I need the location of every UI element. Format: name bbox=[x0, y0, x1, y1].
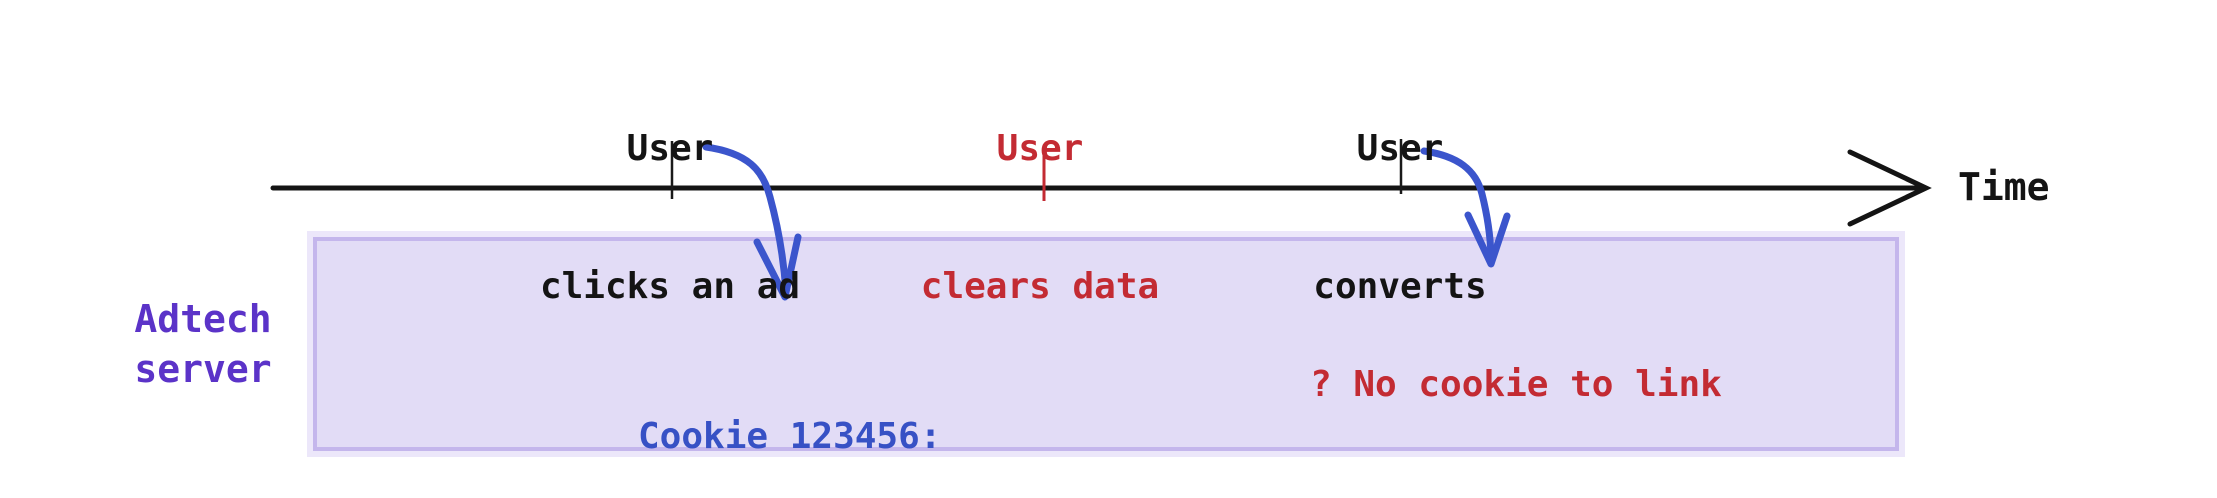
no-cookie-note: ? No cookie to link this conversion to ⇒… bbox=[1310, 272, 1722, 498]
time-axis-label: Time bbox=[1958, 165, 2050, 209]
cookie-logged-note: Cookie 123456: Ad clicked bbox=[638, 314, 941, 498]
event-label-line: User bbox=[996, 128, 1084, 169]
adtech-server-label: Adtech server bbox=[98, 294, 308, 394]
click-to-cookie-arrow-icon bbox=[702, 143, 802, 301]
event-label-user-clicks: User clicks an ad bbox=[460, 34, 880, 402]
adtech-server-label-line: server bbox=[134, 347, 272, 391]
convert-to-note-arrow-icon bbox=[1420, 147, 1511, 268]
no-cookie-note-line1: ? No cookie to link bbox=[1310, 364, 1722, 405]
adtech-server-label-line: Adtech bbox=[134, 297, 272, 341]
cookie-note-line1: Cookie 123456: bbox=[638, 416, 942, 457]
adtech-server-box bbox=[313, 237, 1899, 451]
axis-arrowhead-icon bbox=[1847, 149, 1932, 227]
event-label-user-clears: User clears data bbox=[830, 34, 1250, 402]
event-label-line: clears data bbox=[920, 266, 1160, 307]
event-label-user-converts: User converts bbox=[1190, 34, 1610, 402]
event-label-line: User bbox=[626, 128, 714, 169]
event-label-line: clicks an ad bbox=[539, 266, 801, 307]
time-axis bbox=[270, 149, 1932, 227]
event-label-line: converts bbox=[1313, 266, 1487, 307]
event-label-line: User bbox=[1356, 128, 1444, 169]
